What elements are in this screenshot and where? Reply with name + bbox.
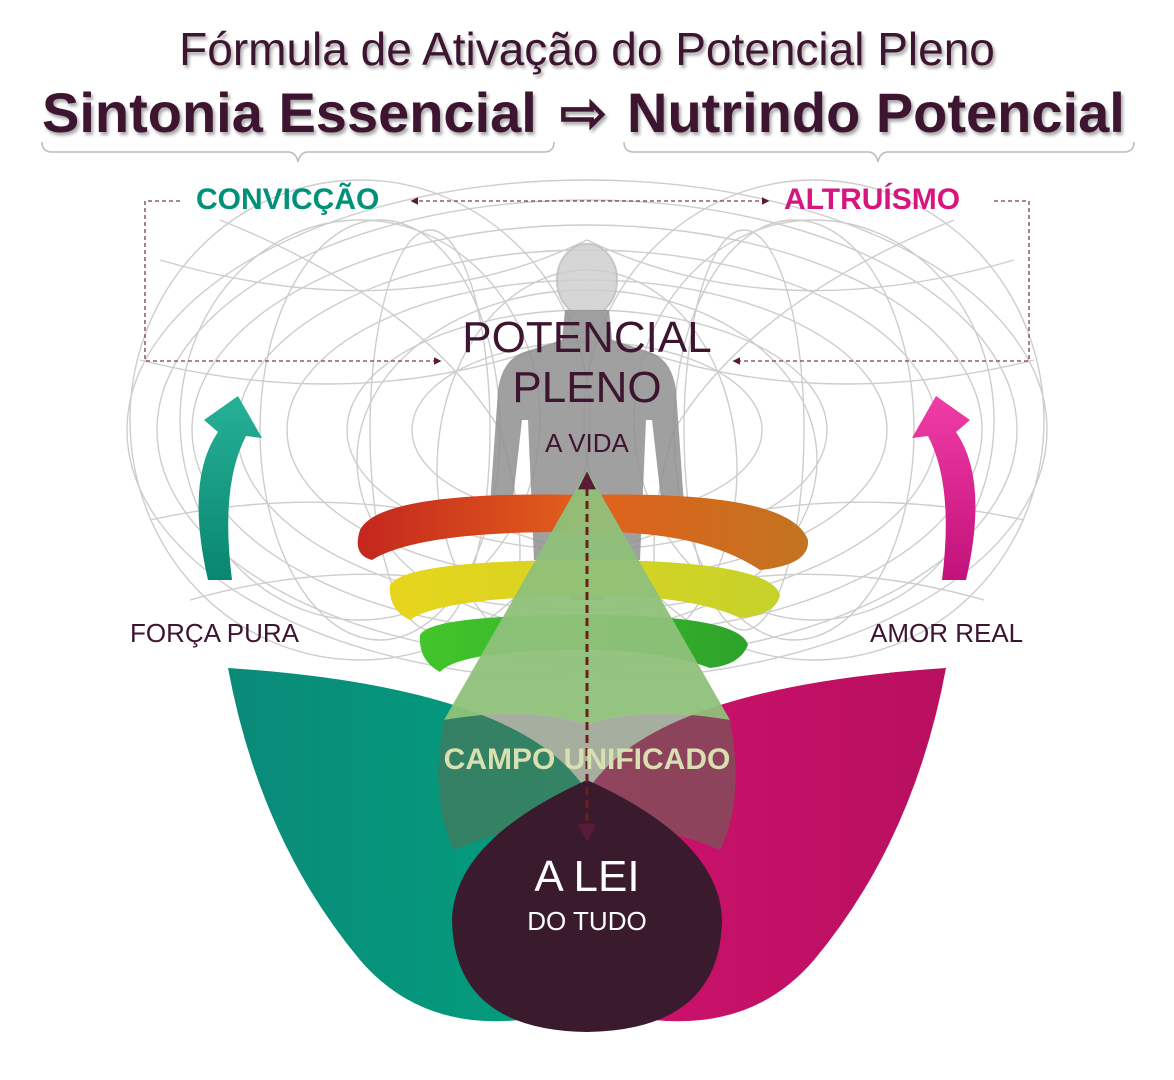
curved-arrow-right-icon bbox=[912, 396, 976, 580]
amor-real-label: AMOR REAL bbox=[870, 618, 1024, 648]
dashed-frame bbox=[144, 197, 1030, 365]
forca-pura-label: FORÇA PURA bbox=[130, 618, 300, 648]
left-bracket bbox=[41, 141, 555, 163]
potencial-label: POTENCIAL bbox=[462, 313, 712, 362]
pleno-label: PLENO bbox=[512, 363, 662, 412]
header-arrow: ⇨ bbox=[560, 81, 607, 144]
header-right-phrase: Nutrindo Potencial bbox=[627, 81, 1125, 144]
lei-drop bbox=[452, 780, 722, 1032]
header-left-phrase: Sintonia Essencial bbox=[42, 81, 537, 144]
campo-unificado-label: CAMPO UNIFICADO bbox=[443, 743, 731, 776]
header-subtitle: Fórmula de Ativação do Potencial Pleno bbox=[179, 23, 995, 75]
right-bracket bbox=[623, 141, 1135, 163]
a-lei-label: A LEI bbox=[534, 852, 640, 901]
altruismo-label: ALTRUÍSMO bbox=[784, 183, 961, 216]
a-vida-label: A VIDA bbox=[545, 428, 629, 458]
do-tudo-label: DO TUDO bbox=[527, 906, 647, 936]
curved-arrow-left-icon bbox=[198, 396, 262, 580]
conviccao-label: CONVICÇÃO bbox=[196, 183, 380, 216]
